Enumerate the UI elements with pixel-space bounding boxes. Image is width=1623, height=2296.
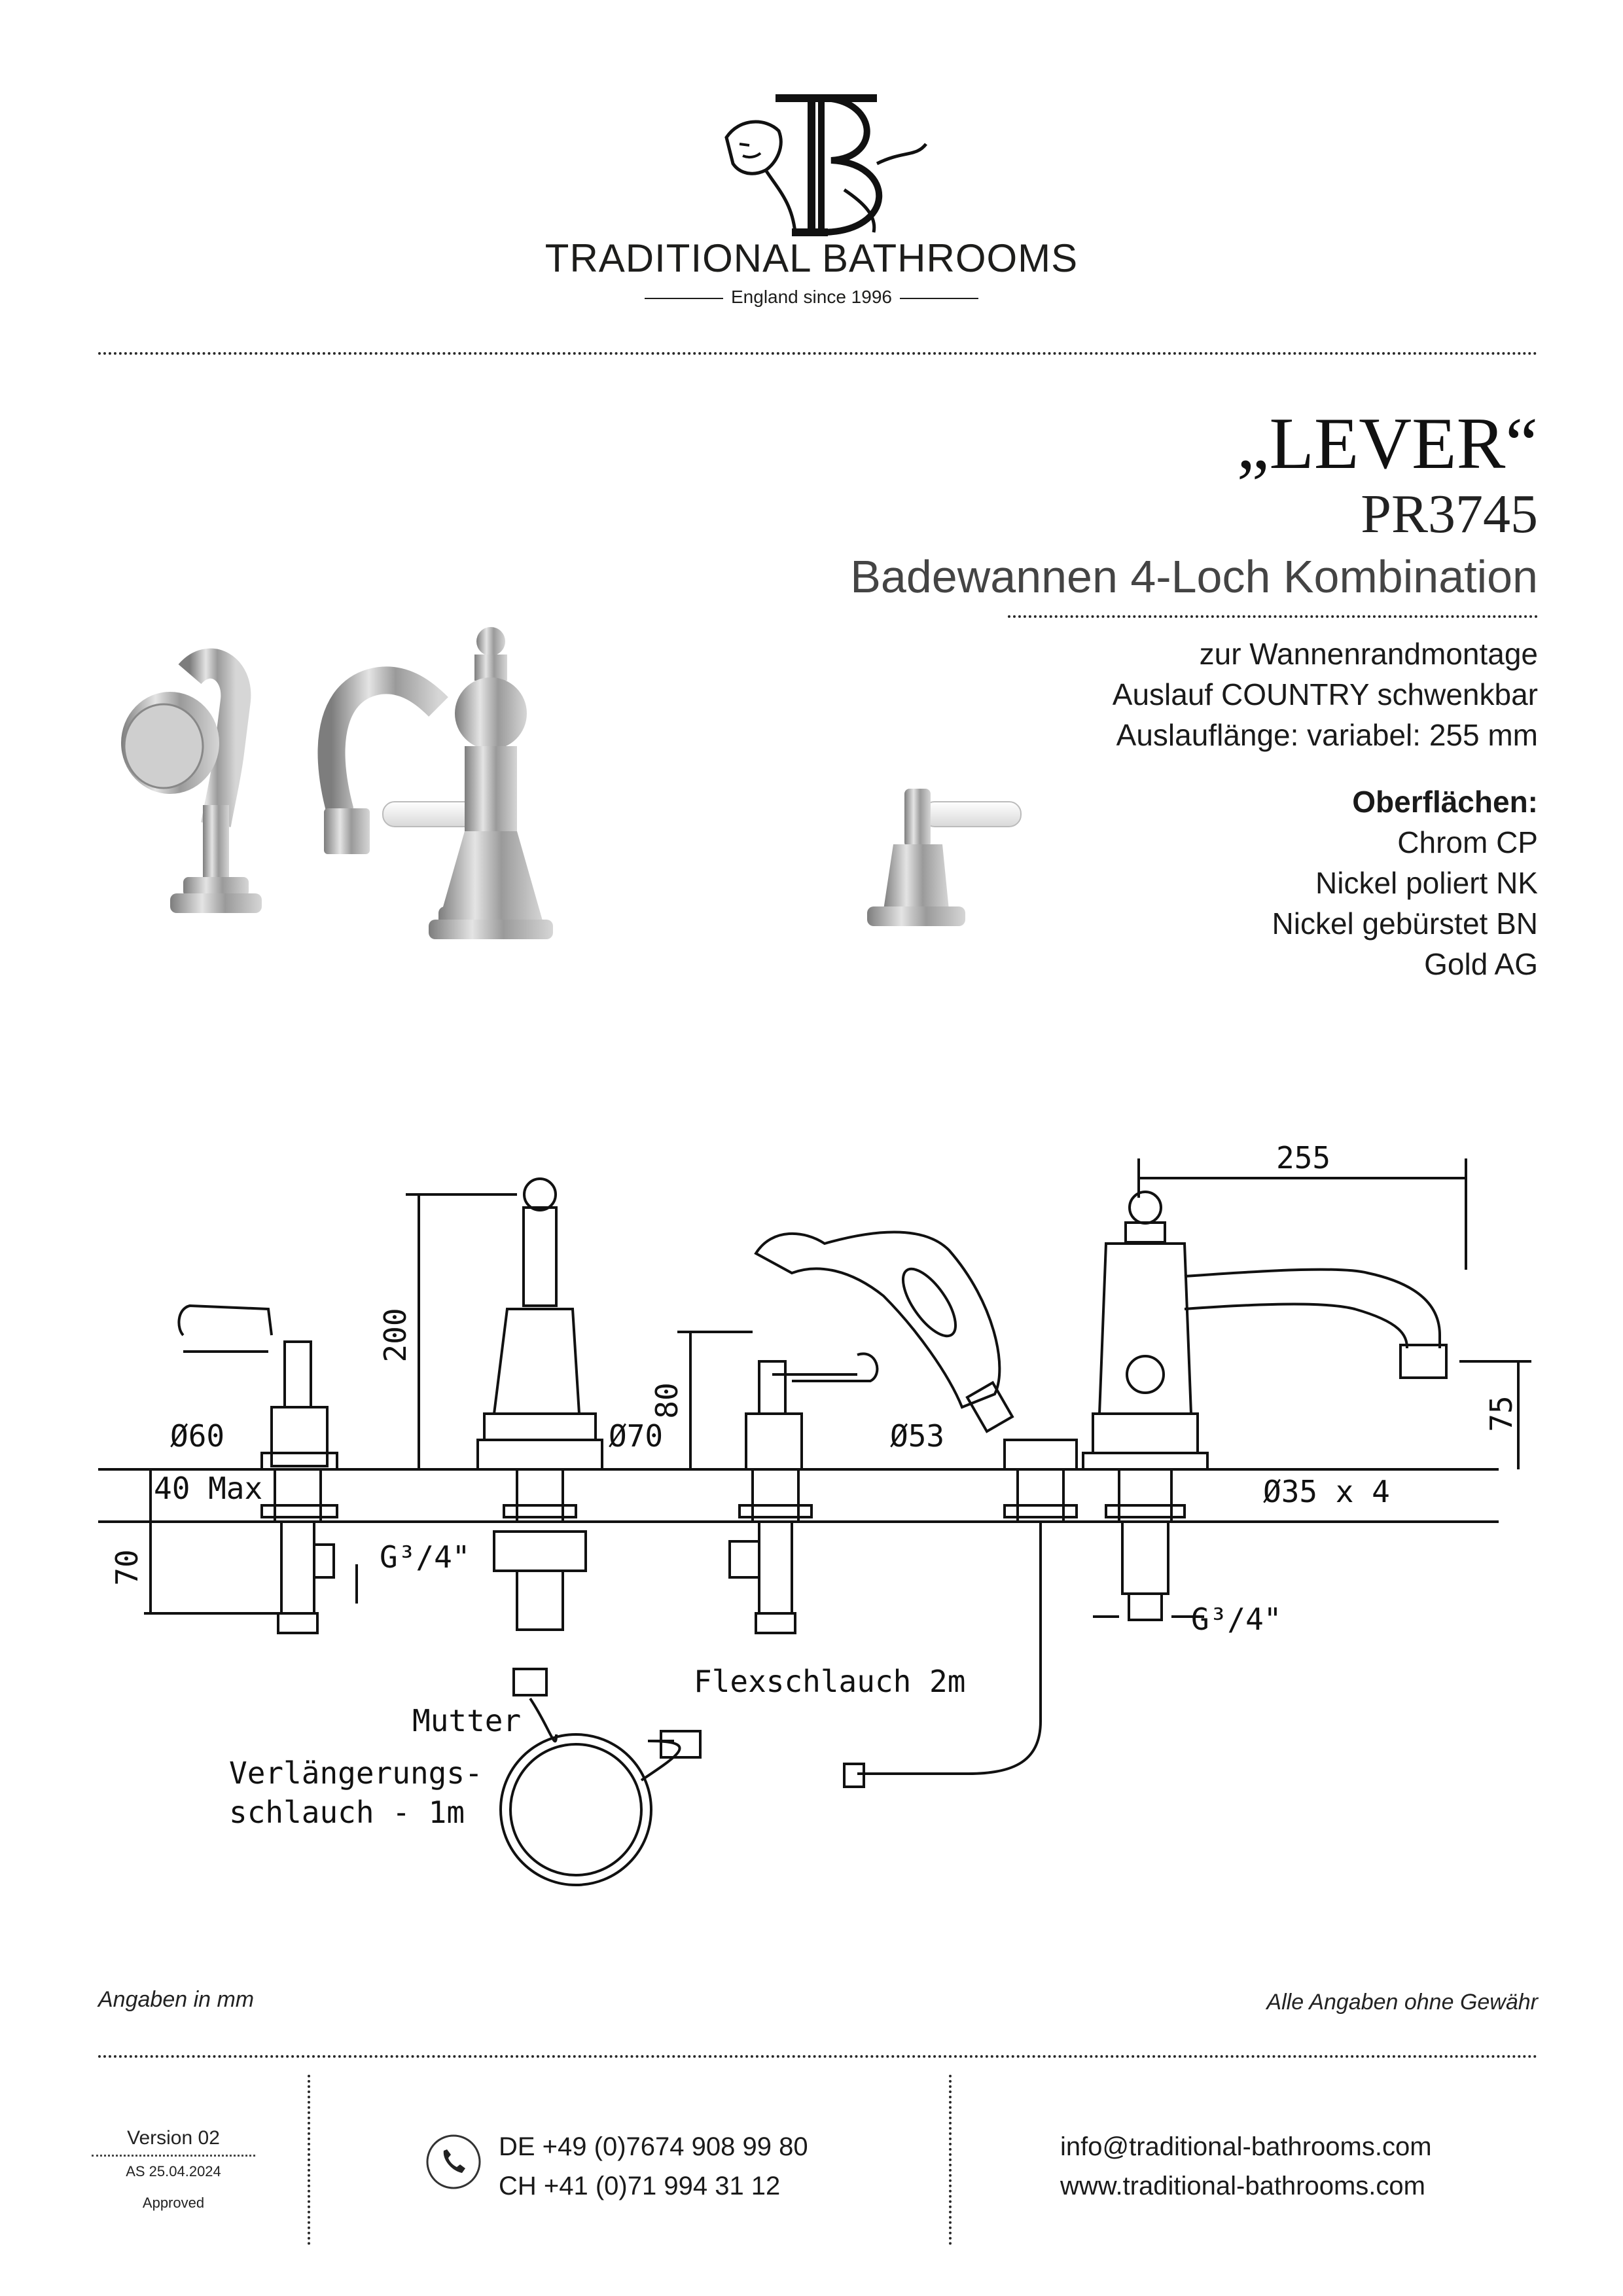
footer-column-divider — [308, 2075, 310, 2245]
approval-status: Approved — [142, 2195, 205, 2211]
spec-line: Auslauflänge: variabel: 255 mm — [1116, 718, 1538, 752]
hand-shower-photo — [121, 648, 262, 913]
product-description: Badewannen 4-Loch Kombination — [850, 551, 1538, 602]
phone-ch[interactable]: CH +41 (0)71 994 31 12 — [499, 2172, 781, 2200]
dim-80: 80 — [649, 1382, 685, 1418]
phone-icon — [426, 2134, 481, 2189]
brand-tagline-text: England since 1996 — [731, 287, 892, 307]
dim-d60: Ø60 — [170, 1418, 224, 1454]
version-label: Version 02 — [127, 2127, 220, 2149]
dim-d70: Ø70 — [609, 1418, 663, 1454]
dim-d35: Ø35 x 4 — [1263, 1474, 1390, 1509]
spec-line: zur Wannenrandmontage — [1199, 637, 1538, 671]
technical-drawing: 255 200 80 75 70 Ø60 Ø70 Ø53 Ø35 x 4 40 … — [98, 1140, 1531, 1886]
nut-label: Mutter — [412, 1703, 521, 1738]
title-divider — [1008, 615, 1538, 618]
header-divider — [98, 352, 1538, 355]
finish-item: Nickel poliert NK — [1315, 866, 1538, 900]
spout-photo — [317, 627, 553, 939]
extension-label-2: schlauch - 1m — [229, 1795, 465, 1830]
lion-tb-monogram-logo — [724, 94, 927, 236]
drawing-labels: 255 200 80 75 70 Ø60 Ø70 Ø53 Ø35 x 4 40 … — [109, 1140, 1519, 1830]
dim-255: 255 — [1276, 1140, 1330, 1175]
dim-75: 75 — [1484, 1395, 1519, 1431]
flexhose-label: Flexschlauch 2m — [694, 1664, 965, 1699]
website-link[interactable]: www.traditional-bathrooms.com — [1060, 2172, 1425, 2200]
right-valve-photo — [867, 789, 1022, 926]
version-box: Version 02 AS 25.04.2024 Approved — [92, 2127, 255, 2212]
extension-label-1: Verlängerungs- — [229, 1755, 483, 1791]
dim-40max: 40 Max — [154, 1471, 262, 1506]
product-code: PR3745 — [1361, 484, 1538, 545]
finish-item: Nickel gebürstet BN — [1272, 906, 1539, 941]
dim-200: 200 — [378, 1308, 413, 1362]
footer-divider — [98, 2055, 1538, 2058]
finish-item: Gold AG — [1424, 947, 1538, 981]
version-date: AS 25.04.2024 — [126, 2163, 221, 2179]
finish-item: Chrom CP — [1397, 825, 1538, 859]
spec-line: Auslauf COUNTRY schwenkbar — [1112, 677, 1538, 711]
email-link[interactable]: info@traditional-bathrooms.com — [1060, 2132, 1432, 2161]
dim-70: 70 — [109, 1549, 145, 1585]
contact-links: info@traditional-bathrooms.com www.tradi… — [1060, 2127, 1432, 2206]
units-note: Angaben in mm — [98, 1987, 255, 2012]
phone-de[interactable]: DE +49 (0)7674 908 99 80 — [499, 2132, 808, 2161]
product-name: „LEVER“ — [1236, 403, 1538, 484]
thread-label: G³/4" — [380, 1539, 470, 1575]
version-separator — [92, 2155, 255, 2157]
brand-tagline: England since 1996 — [0, 287, 1623, 308]
title-block: „LEVER“ PR3745 Badewannen 4-Loch Kombina… — [622, 404, 1538, 606]
phone-numbers: DE +49 (0)7674 908 99 80 CH +41 (0)71 99… — [499, 2127, 808, 2206]
thread-label-right: G³/4" — [1191, 1602, 1281, 1637]
finish-heading: Oberflächen: — [1352, 785, 1538, 819]
footer-column-divider — [949, 2075, 952, 2245]
spec-list: zur Wannenrandmontage Auslauf COUNTRY sc… — [883, 634, 1538, 984]
brand-name: TRADITIONAL BATHROOMS — [544, 236, 1079, 280]
disclaimer: Alle Angaben ohne Gewähr — [1266, 1990, 1538, 2015]
product-photo — [121, 627, 1022, 939]
dim-d53: Ø53 — [890, 1418, 944, 1454]
